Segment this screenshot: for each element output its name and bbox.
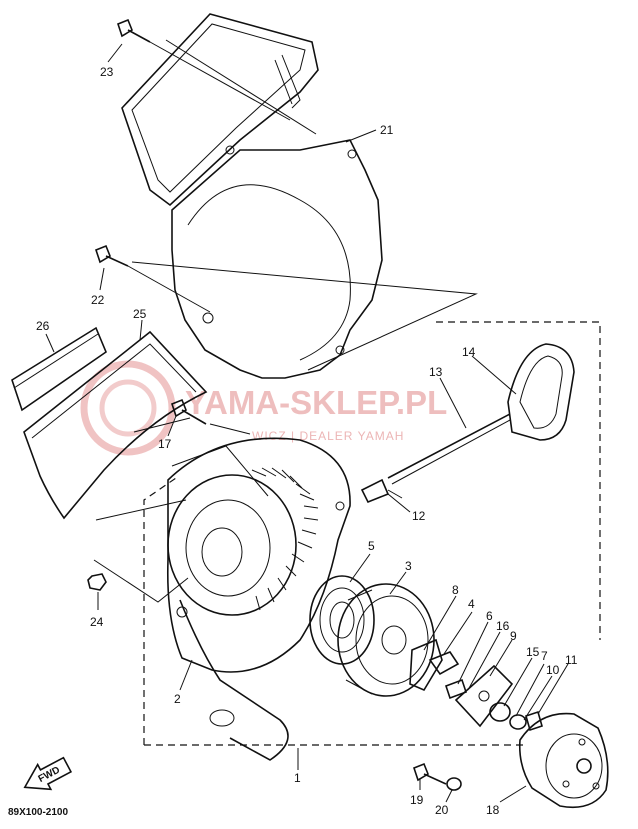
callout-19: 19 <box>410 793 424 807</box>
watermark-title: YAMA-SKLEP.PL <box>185 384 447 421</box>
callout-10: 10 <box>546 663 560 677</box>
watermark-logo <box>80 360 176 456</box>
callout-18: 18 <box>486 803 500 817</box>
callout-5: 5 <box>368 539 375 553</box>
drive-plate-18 <box>518 712 609 809</box>
callout-23: 23 <box>100 65 114 79</box>
bolt-17 <box>171 398 207 425</box>
reference-lines <box>93 39 601 746</box>
callout-14: 14 <box>462 345 476 359</box>
callout-25: 25 <box>133 307 147 321</box>
callout-6: 6 <box>486 609 493 623</box>
washer-20 <box>446 777 462 791</box>
washers-7-10-15 <box>489 702 543 732</box>
callout-24: 24 <box>90 615 104 629</box>
callout-26: 26 <box>36 319 50 333</box>
callout-7: 7 <box>541 649 548 663</box>
callout-22: 22 <box>91 293 105 307</box>
fwd-label: FWD <box>37 765 62 785</box>
callout-11: 11 <box>565 653 578 667</box>
callout-13: 13 <box>429 365 443 379</box>
callout-1: 1 <box>294 771 301 785</box>
callout-8: 8 <box>452 583 459 597</box>
watermark: YAMA-SKLEP.PL WICZ | DEALER YAMAH <box>80 360 447 456</box>
callout-2: 2 <box>174 692 181 706</box>
starter-housing-2 <box>166 437 351 761</box>
callout-4: 4 <box>468 597 475 611</box>
callout-3: 3 <box>405 559 412 573</box>
bolt-19 <box>413 762 447 785</box>
starter-handle-14 <box>507 343 575 441</box>
pin-12 <box>360 478 403 504</box>
bolt-22 <box>95 244 211 313</box>
nut-24 <box>87 573 107 591</box>
pulley-3 <box>337 583 435 697</box>
callout-9: 9 <box>510 629 517 643</box>
fan-cover-21 <box>121 13 383 379</box>
callout-17: 17 <box>158 437 172 451</box>
callout-15: 15 <box>526 645 540 659</box>
spring-6 <box>444 678 468 700</box>
callout-labels: 23 21 22 26 25 14 13 17 12 24 5 3 8 4 6 … <box>36 65 578 817</box>
callout-20: 20 <box>435 803 449 817</box>
decal-strip-26 <box>11 326 107 412</box>
callout-21: 21 <box>380 123 394 137</box>
drawing-code: 89X100-2100 <box>8 807 68 818</box>
bolt-23 <box>117 18 291 121</box>
pawl-assembly-4-8 <box>409 638 460 692</box>
forward-arrow-icon: FWD <box>23 756 73 791</box>
callout-16: 16 <box>496 619 510 633</box>
leader-lines <box>45 43 569 803</box>
watermark-subtitle: WICZ | DEALER YAMAH <box>252 429 404 443</box>
side-cover-25 <box>23 330 208 520</box>
guide-plate-9 <box>454 664 514 728</box>
callout-12: 12 <box>412 509 426 523</box>
starter-rope-13 <box>387 413 511 485</box>
